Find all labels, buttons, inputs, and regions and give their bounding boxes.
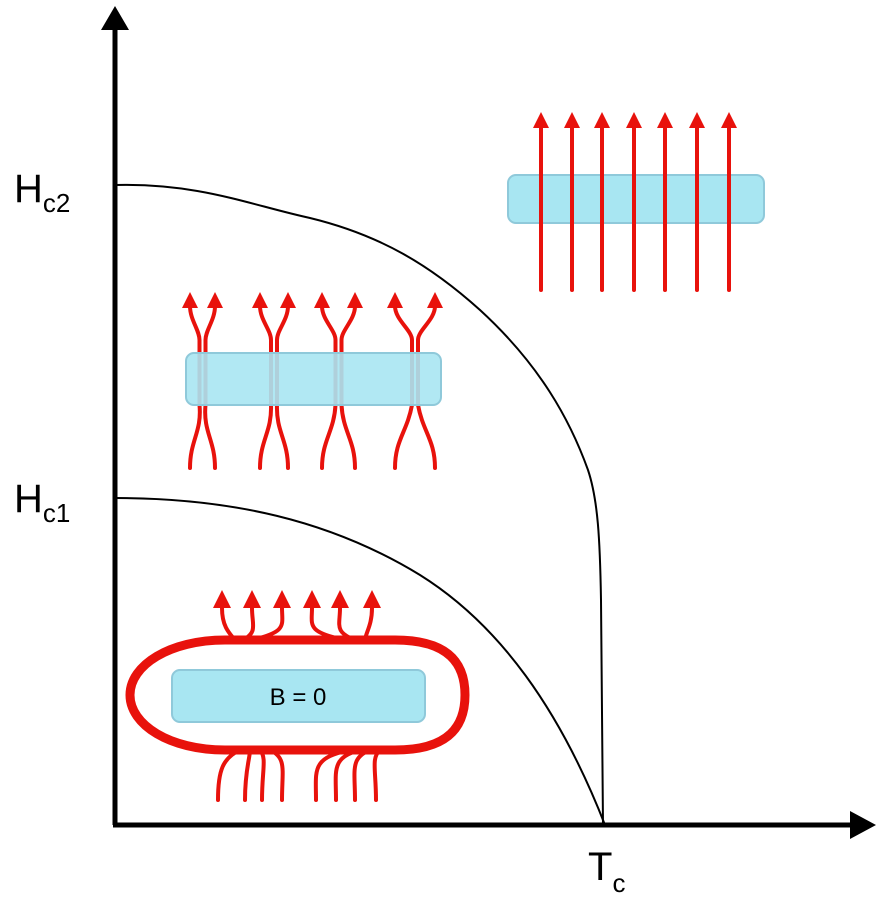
field-line xyxy=(258,748,266,802)
field-line xyxy=(337,606,357,642)
field-arrowhead xyxy=(280,292,296,308)
hc2-label: Hc2 xyxy=(14,167,70,218)
field-arrowhead xyxy=(207,292,223,308)
meissner-field-lines xyxy=(213,590,382,802)
mixed-state-illustration xyxy=(182,292,443,470)
field-arrowhead xyxy=(533,112,549,128)
field-arrowhead xyxy=(427,292,443,308)
field-arrowhead xyxy=(594,112,610,128)
hc1-label: Hc1 xyxy=(14,477,70,528)
field-line xyxy=(268,748,285,802)
mixed-state-bar xyxy=(185,352,442,406)
field-arrowhead xyxy=(564,112,580,128)
field-line xyxy=(333,748,362,802)
field-arrowhead xyxy=(303,590,321,608)
field-arrowhead xyxy=(689,112,705,128)
y-axis-arrowhead xyxy=(101,6,129,30)
meissner-state-illustration: B = 0 xyxy=(125,590,470,802)
field-arrowhead xyxy=(273,590,291,608)
meissner-state-bar xyxy=(171,669,426,723)
expelled-field-loop xyxy=(125,635,470,755)
field-arrowhead xyxy=(721,112,737,128)
field-line xyxy=(372,748,382,802)
field-arrowhead xyxy=(213,590,231,608)
field-arrowhead xyxy=(347,292,363,308)
normal-state-illustration xyxy=(507,112,765,292)
normal-field-lines xyxy=(533,112,737,292)
x-axis-arrowhead xyxy=(850,811,876,839)
field-line xyxy=(352,748,372,802)
field-line xyxy=(216,748,242,802)
field-line xyxy=(309,606,347,642)
hc2-curve xyxy=(114,183,604,826)
field-arrowhead xyxy=(363,590,381,608)
meissner-bar-label: B = 0 xyxy=(270,684,327,711)
tc-label: Tc xyxy=(588,845,625,898)
field-line xyxy=(313,748,352,802)
field-line xyxy=(249,606,285,642)
field-arrowhead xyxy=(657,112,673,128)
hc1-curve xyxy=(114,497,606,826)
field-arrowhead xyxy=(252,292,268,308)
field-arrowhead xyxy=(626,112,642,128)
field-arrowhead xyxy=(331,590,349,608)
field-line xyxy=(220,606,237,642)
field-arrowhead xyxy=(314,292,330,308)
field-arrowhead xyxy=(387,292,403,308)
field-arrowhead xyxy=(243,590,261,608)
field-line xyxy=(243,748,252,802)
field-line xyxy=(363,606,374,642)
field-line xyxy=(241,606,256,642)
field-arrowhead xyxy=(182,292,198,308)
